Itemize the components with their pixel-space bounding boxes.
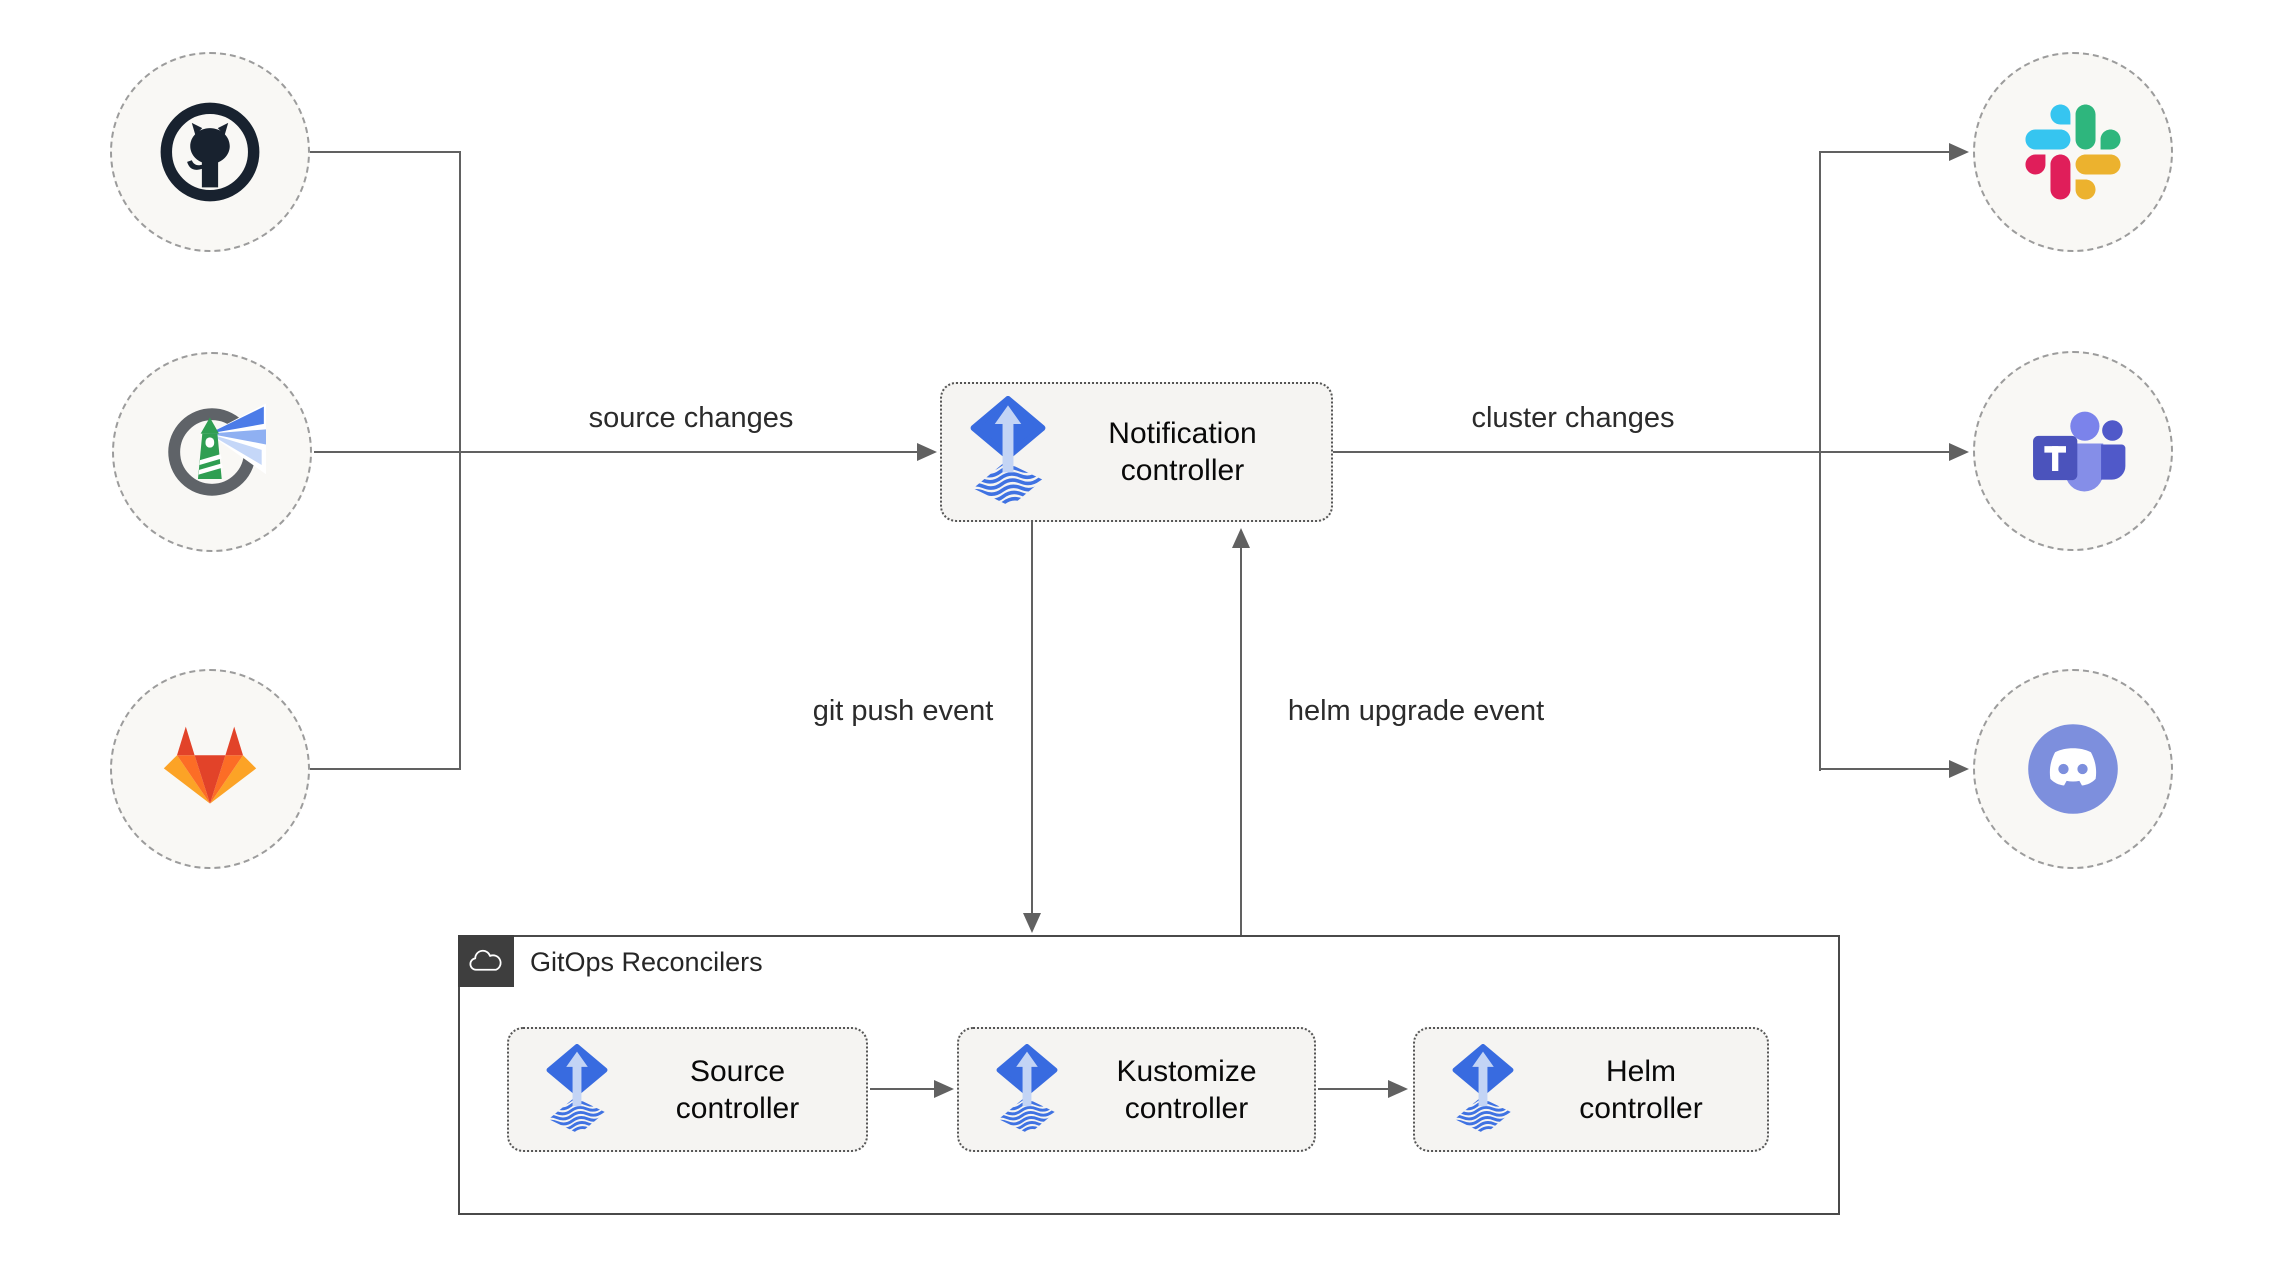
arrowhead-into-slack (1949, 143, 1969, 161)
source-controller-label: Source controller (609, 1053, 866, 1127)
edge-label-cluster-changes: cluster changes (1465, 402, 1681, 435)
connector-cluster-changes-line (1333, 451, 1821, 453)
connector-git-push-line (1031, 522, 1033, 914)
connector-helm-upgrade-line (1240, 548, 1242, 935)
notification-controller-label: Notification controller (1048, 415, 1331, 489)
notification-controller-box: Notification controller (940, 382, 1333, 522)
flux-icon (545, 1044, 609, 1136)
arrowhead-into-kustomize (934, 1080, 954, 1098)
connector-source-to-kustomize (870, 1088, 936, 1090)
target-node-discord (1973, 669, 2173, 869)
flux-icon (1451, 1044, 1515, 1136)
arrowhead-into-helm (1388, 1080, 1408, 1098)
arrowhead-into-notification-bottom (1232, 528, 1250, 548)
arrowhead-into-notification (917, 443, 937, 461)
helm-controller-box: Helm controller (1413, 1027, 1769, 1152)
edge-label-helm-upgrade-event: helm upgrade event (1281, 695, 1551, 728)
connector-github-line (310, 151, 460, 153)
github-icon (158, 100, 262, 204)
target-node-slack (1973, 52, 2173, 252)
notification-controller-label-line1: Notification (1108, 417, 1257, 450)
target-node-teams (1973, 351, 2173, 551)
arrowhead-into-teams (1949, 443, 1969, 461)
source-node-github (110, 52, 310, 252)
kustomize-controller-label: Kustomize controller (1059, 1053, 1314, 1127)
connector-teams-line (1821, 451, 1951, 453)
harbor-icon (158, 398, 266, 506)
connector-kustomize-to-helm (1318, 1088, 1390, 1090)
kustomize-controller-box: Kustomize controller (957, 1027, 1316, 1152)
helm-controller-label: Helm controller (1515, 1053, 1767, 1127)
flux-icon (995, 1044, 1059, 1136)
slack-icon (2025, 104, 2121, 200)
source-controller-label-line2: controller (675, 1091, 800, 1125)
connector-source-changes-line (314, 451, 919, 453)
connector-discord-line (1819, 768, 1951, 770)
gitops-header-square (458, 935, 514, 987)
source-node-harbor (112, 352, 312, 552)
arrowhead-into-discord (1949, 760, 1969, 778)
arrowhead-into-reconcilers (1023, 913, 1041, 933)
edge-label-git-push-event: git push event (806, 695, 1000, 728)
teams-icon (2033, 411, 2126, 492)
source-controller-label-line1: Source (689, 1054, 786, 1088)
connector-gitlab-line (310, 768, 460, 770)
gitlab-icon (163, 726, 257, 804)
connector-sources-vertical-line (459, 151, 461, 770)
helm-controller-label-line1: Helm (1605, 1054, 1676, 1088)
edge-label-source-changes: source changes (582, 402, 800, 435)
cloud-icon (469, 949, 502, 971)
kustomize-controller-label-line2: controller (1124, 1091, 1249, 1125)
discord-icon (2028, 724, 2118, 814)
source-node-gitlab (110, 669, 310, 869)
gitops-reconcilers-title: GitOps Reconcilers (530, 947, 763, 977)
flux-icon (968, 396, 1048, 509)
kustomize-controller-label-line1: Kustomize (1116, 1054, 1257, 1088)
helm-controller-label-line2: controller (1579, 1091, 1703, 1125)
notification-controller-label-line2: controller (1120, 454, 1245, 487)
source-controller-box: Source controller (507, 1027, 868, 1152)
connector-targets-vertical-line (1819, 151, 1821, 771)
connector-slack-line (1819, 151, 1951, 153)
